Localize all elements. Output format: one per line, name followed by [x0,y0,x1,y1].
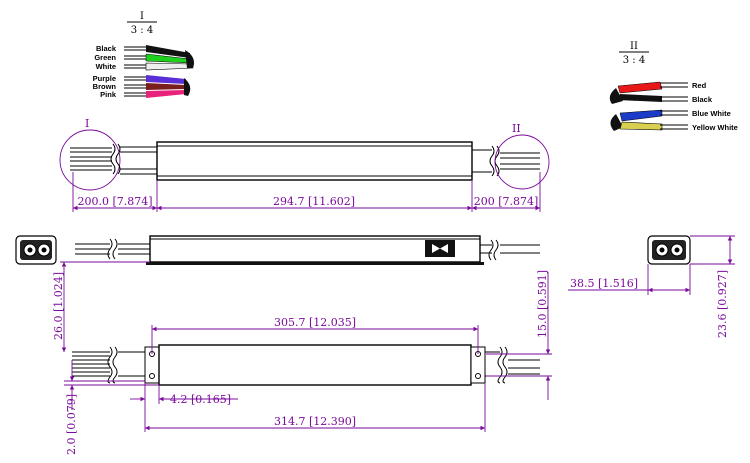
detail-ii-label: II [630,41,638,52]
svg-text:White: White [96,62,116,71]
dim-offset: 4.2 [0.165] [170,393,231,406]
wire-label-purple: Purple [93,74,116,83]
dim-end-height: 23.6 [0.927] [716,270,729,338]
svg-text:Purple: Purple [93,74,116,83]
svg-text:Brown: Brown [93,82,117,91]
wire-label-brown: Brown [93,82,117,91]
dim-end-width: 38.5 [1.516] [570,277,638,290]
callout-ii: II [512,122,521,135]
driver-body-top [156,141,473,181]
dim-height: 26.0 [1.024] [52,272,65,340]
svg-text:Black: Black [96,44,117,53]
wire-label-pink: Pink [100,90,117,99]
detail-i: I 3 : 4 Black Green White Purple Brown P… [93,11,194,99]
svg-text:Red: Red [692,81,707,90]
dim-mount-spacing: 305.7 [12.035] [274,316,356,329]
wire-label-red: Red [692,81,707,90]
wire-label-yellow-white: Yellow White [692,123,738,132]
mount-view: 26.0 [1.024] [52,261,552,455]
svg-text:Pink: Pink [100,90,117,99]
svg-text:Black: Black [692,95,713,104]
detail-ii-scale: 3 : 4 [623,55,645,66]
detail-ii: II 3 : 4 Red Black Blue White Yellow Whi… [609,41,738,132]
svg-text:Yellow White: Yellow White [692,123,738,132]
end-view-left [15,235,57,265]
svg-text:Blue White: Blue White [692,109,731,118]
svg-text:Green: Green [94,53,116,62]
dim-flange: 2.0 [0.079] [65,394,78,455]
dim-body-length: 294.7 [11.602] [273,195,355,208]
dim-lead-left: 200.0 [7.874] [77,195,152,208]
end-view-right [647,235,691,265]
wire-label-black: Black [96,44,117,53]
dim-overall-length: 314.7 [12.390] [274,415,356,428]
detail-i-scale: 3 : 4 [131,25,153,36]
wire-label-black-ii: Black [692,95,713,104]
top-view: I II [59,117,550,212]
dim-mount-height: 15.0 [0.591] [536,270,549,338]
dim-lead-right: 200 [7.874] [474,195,539,208]
driver-body-bottom [158,344,472,386]
wire-label-blue-white: Blue White [692,109,731,118]
side-view: 38.5 [1.516] 23.6 [0.927] [15,235,735,338]
detail-i-label: I [140,11,144,22]
wire-label-white: White [96,62,116,71]
callout-i: I [85,117,89,130]
wire-label-green: Green [94,53,116,62]
